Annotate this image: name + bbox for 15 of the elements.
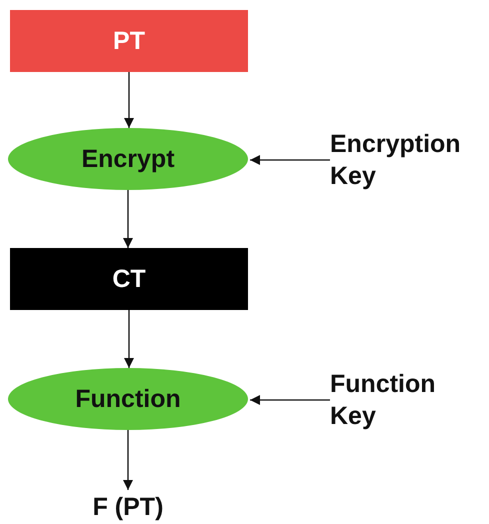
arrow bbox=[250, 395, 330, 405]
node-label: Encryption Key bbox=[330, 128, 462, 192]
arrow bbox=[250, 155, 330, 165]
arrow bbox=[123, 190, 133, 248]
arrow bbox=[124, 72, 134, 128]
node-label: PT bbox=[113, 26, 145, 57]
node-label: F (PT) bbox=[92, 492, 164, 523]
node-label: Encrypt bbox=[81, 144, 175, 175]
node-label: CT bbox=[112, 264, 146, 295]
process-box bbox=[10, 10, 248, 72]
arrow bbox=[123, 430, 133, 490]
node-label: Function Key bbox=[330, 368, 437, 432]
process-box bbox=[10, 248, 248, 310]
arrow bbox=[124, 310, 134, 368]
node-label: Function bbox=[75, 384, 181, 415]
